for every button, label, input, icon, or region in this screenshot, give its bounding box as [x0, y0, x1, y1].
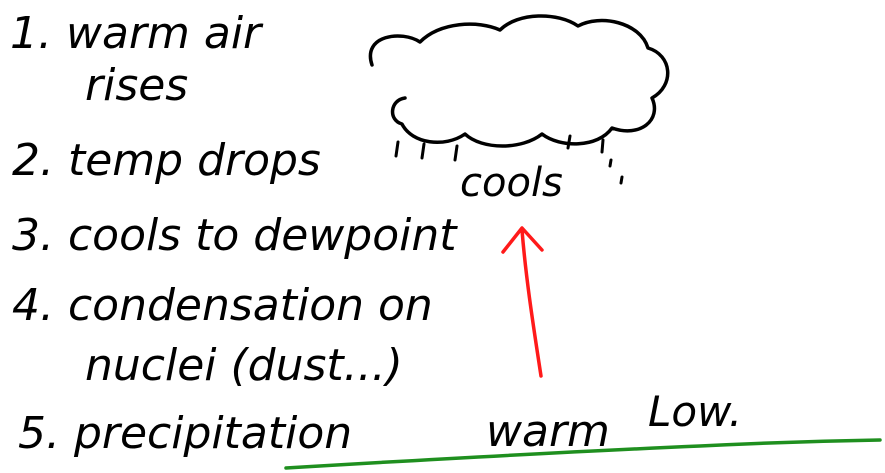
- cloud-icon: [368, 14, 670, 148]
- step-1-line-2: rises: [85, 60, 188, 111]
- cools-label: cools: [460, 160, 563, 206]
- step-4-line-1: 4. condensation on: [12, 280, 433, 331]
- step-2-text: 2. temp drops: [12, 135, 321, 186]
- ground-line: [284, 438, 882, 470]
- rain-streaks: [394, 134, 624, 185]
- step-1-line-1: 1. warm air: [10, 8, 264, 59]
- step-3-text: 3. cools to dewpoint: [12, 210, 458, 261]
- step-5-text: 5. precipitation: [18, 408, 352, 459]
- step-4-line-2: nuclei (dust...): [85, 340, 403, 391]
- warm-label: warm: [486, 406, 610, 457]
- rising-air-arrow: [501, 226, 544, 378]
- low-pressure-label: Low.: [648, 387, 742, 436]
